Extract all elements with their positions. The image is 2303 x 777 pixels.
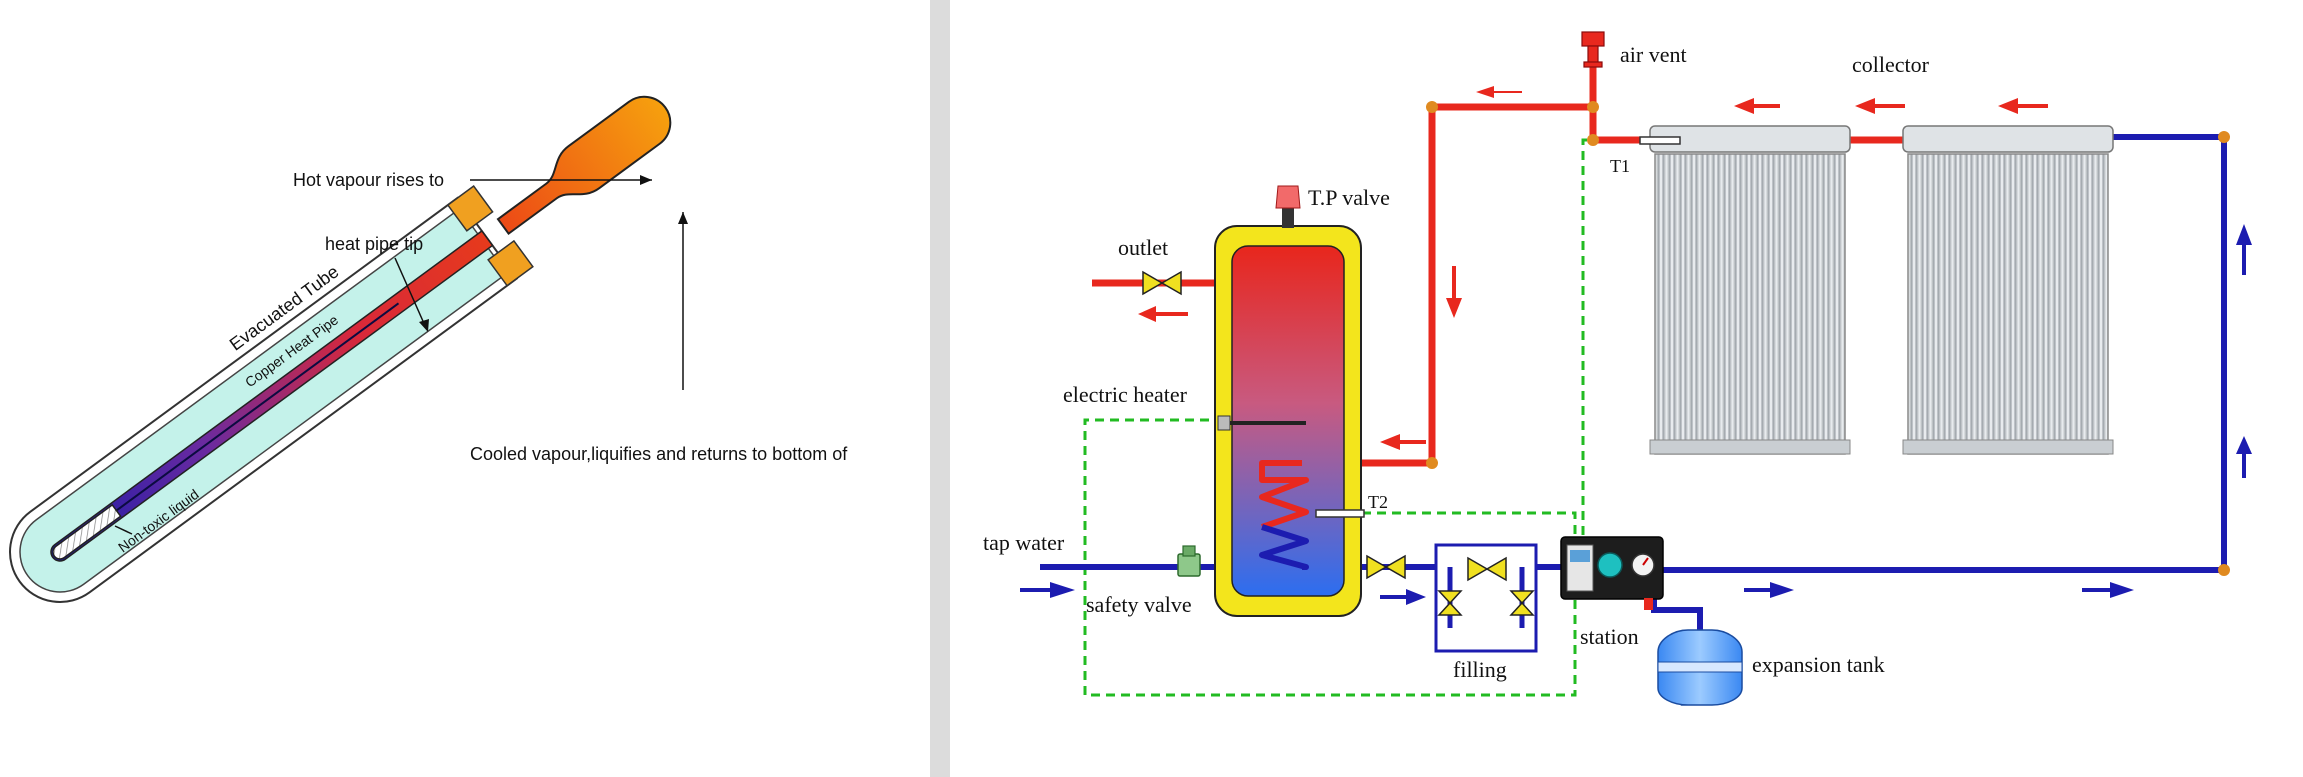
collector-tube-array xyxy=(1907,153,2109,455)
t2-label: T2 xyxy=(1368,492,1388,512)
heat-pipe-tip-label: heat pipe tip xyxy=(325,234,423,254)
control-loop-t1 xyxy=(1581,138,1640,550)
valve-half xyxy=(1509,601,1535,616)
elbow xyxy=(1426,457,1438,469)
station-outlet-valve xyxy=(1644,598,1653,610)
system-labels: air vent collector T1 T.P valve outlet e… xyxy=(983,42,1930,682)
station-display xyxy=(1570,550,1590,562)
electric-heater-mount xyxy=(1217,415,1231,431)
hot-heat-exchanger-coil xyxy=(1259,460,1309,530)
outlet-flow-arrow xyxy=(1138,306,1188,322)
solar-system-diagram: air vent collector T1 T.P valve outlet e… xyxy=(950,0,2303,777)
cold-flow-arrow xyxy=(1380,589,1426,605)
valve-half xyxy=(1437,590,1463,605)
collector-footer xyxy=(1649,439,1851,455)
valve-half xyxy=(1467,556,1489,582)
tube-seal-top xyxy=(446,185,494,232)
cold-flow-arrow xyxy=(2082,582,2134,598)
pump-station xyxy=(1560,536,1664,610)
elbow xyxy=(2218,564,2230,576)
air-vent-label: air vent xyxy=(1620,42,1687,67)
cold-up-arrow xyxy=(2236,224,2252,275)
station-pump xyxy=(1597,552,1623,578)
tap-water-label: tap water xyxy=(983,530,1065,555)
collector-header xyxy=(1902,125,2114,153)
air-vent xyxy=(1581,31,1605,68)
outlet-valve xyxy=(1142,270,1182,296)
electric-heater-label: electric heater xyxy=(1063,382,1188,407)
safety-valve-body xyxy=(1177,553,1201,577)
valve-half xyxy=(1142,270,1164,296)
left-panel-bg xyxy=(0,0,930,777)
outlet-label: outlet xyxy=(1118,235,1168,260)
safety-valve xyxy=(1177,545,1201,577)
t1-sensor xyxy=(1639,136,1681,145)
cold-flow-arrow xyxy=(1020,582,1075,598)
collector-return-pipe xyxy=(1662,134,2227,573)
elbow xyxy=(2218,131,2230,143)
expansion-tank-band xyxy=(1657,661,1743,673)
valve-half xyxy=(1437,601,1463,616)
hot-flow-arrow xyxy=(1855,98,1905,114)
hot-pipes xyxy=(1092,62,1905,467)
t1-label: T1 xyxy=(1610,156,1630,176)
elbow xyxy=(1587,134,1599,146)
expansion-tank-label: expansion tank xyxy=(1752,652,1885,677)
safety-valve-cap xyxy=(1182,545,1196,557)
elbow xyxy=(1587,101,1599,113)
tp-valve xyxy=(1275,185,1301,209)
hot-flow-arrow xyxy=(1734,98,1780,114)
hot-flow-arrow xyxy=(1380,434,1426,450)
hot-vapour-label: Hot vapour rises to xyxy=(293,170,444,190)
pipe-core-line xyxy=(75,302,400,541)
return-valve xyxy=(1366,554,1406,580)
non-toxic-liquid-fill xyxy=(52,503,122,560)
collector-tube-array xyxy=(1654,153,1846,455)
panel-divider xyxy=(930,0,950,777)
heat-pipe-tip-arrowhead xyxy=(419,319,429,332)
cold-heat-exchanger-coil xyxy=(1259,524,1309,570)
valve-half xyxy=(1160,270,1182,296)
air-vent-base xyxy=(1583,61,1603,68)
hot-flow-arrow xyxy=(1998,98,2048,114)
cold-flow-arrow xyxy=(1744,582,1794,598)
control-wiring xyxy=(1083,138,1640,697)
gauge-needle xyxy=(1642,557,1649,566)
hot-down-arrow xyxy=(1446,266,1462,318)
flow-arrows xyxy=(1020,86,2252,605)
elbow xyxy=(1426,101,1438,113)
heat-pipe-tip-leader xyxy=(394,257,427,329)
cold-up-arrow xyxy=(2236,436,2252,478)
filling-unit xyxy=(1434,543,1538,653)
tp-valve-stem xyxy=(1282,208,1294,228)
safety-valve-label: safety valve xyxy=(1086,592,1192,617)
heat-pipe-condenser-bulb xyxy=(496,95,672,236)
air-vent-cap xyxy=(1581,31,1605,47)
hot-flow-arrow xyxy=(1476,86,1522,98)
filling-label: filling xyxy=(1453,657,1507,682)
station-label: station xyxy=(1580,624,1639,649)
pipe-elbows xyxy=(1426,101,2230,576)
expansion-tank xyxy=(1657,629,1743,706)
collector-footer xyxy=(1902,439,2114,455)
cooled-vapour-label: Cooled vapour,liquifies and returns to b… xyxy=(470,444,848,464)
air-vent-body xyxy=(1587,45,1599,65)
t2-sensor xyxy=(1315,509,1365,518)
hot-vapour-arrowhead xyxy=(640,175,652,185)
solar-collector-left xyxy=(1649,125,1851,455)
solar-collector-right xyxy=(1902,125,2114,455)
valve-half xyxy=(1366,554,1388,580)
valve-half xyxy=(1509,590,1535,605)
tp-valve-label: T.P valve xyxy=(1308,185,1390,210)
cooled-vapour-arrowhead xyxy=(678,212,688,224)
heat-pipe-diagram: Evacuated Tube Copper Heat Pipe Non-toxi… xyxy=(0,0,930,777)
collector-label: collector xyxy=(1852,52,1930,77)
hot-flow-pipe xyxy=(1302,103,1657,467)
valve-half xyxy=(1384,554,1406,580)
liquid-leader xyxy=(114,525,133,535)
evacuated-tube-assembly: Evacuated Tube Copper Heat Pipe Non-toxi… xyxy=(9,95,672,603)
storage-tank xyxy=(1214,185,1365,617)
valve-half xyxy=(1485,556,1507,582)
tube-seal-bottom xyxy=(487,239,534,287)
